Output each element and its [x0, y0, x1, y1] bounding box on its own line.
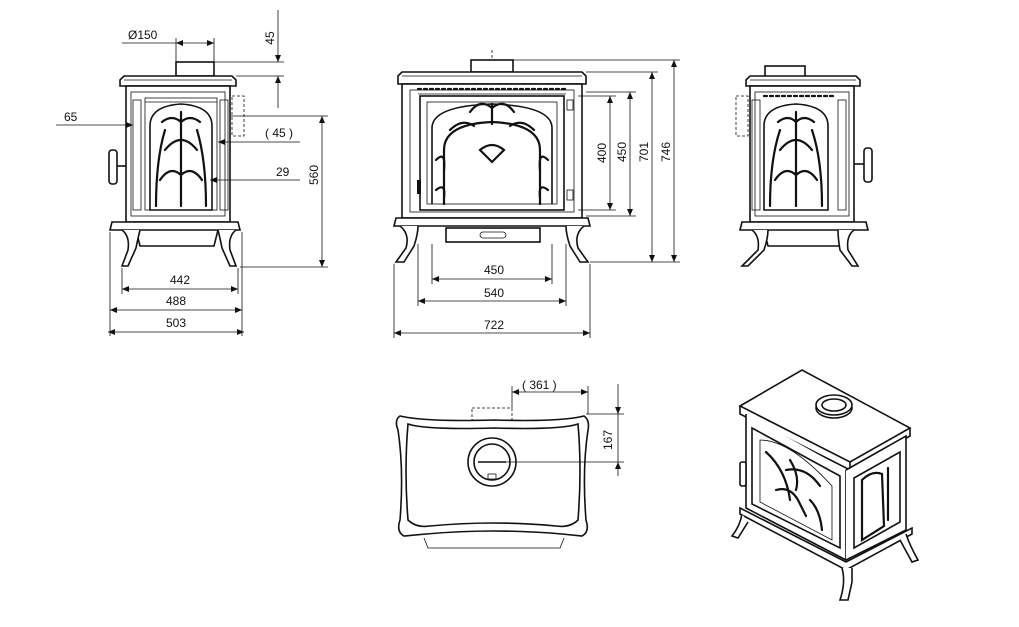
dim-left-offset: 65: [64, 110, 78, 124]
dim-door-height: 400: [595, 143, 609, 163]
isometric-view: [730, 369, 920, 601]
dim-side-height: 560: [307, 165, 321, 185]
dim-handle-offset: 29: [276, 165, 290, 179]
dim-front-width-450: 450: [484, 263, 504, 277]
dim-side-width-503: 503: [166, 316, 186, 330]
dim-front-width-722: 722: [484, 318, 504, 332]
dim-flue-offset: ( 361 ): [522, 378, 557, 392]
dim-flue-height: 45: [263, 31, 277, 45]
front-view: 400 450 701 746 450 540 722: [392, 50, 680, 338]
dim-glass-height: 450: [615, 142, 629, 162]
top-view: ( 361 ) 167: [395, 378, 624, 549]
front-band-dots: [416, 87, 568, 95]
dim-flue-depth: 167: [601, 430, 615, 450]
side-view-left: Ø150 45 ( 45 ) 65 29 560 442 488: [56, 10, 328, 336]
dim-side-width-442: 442: [170, 273, 190, 287]
dim-rear-offset: ( 45 ): [265, 126, 293, 140]
side-view-right: [735, 65, 873, 267]
dim-total-height: 746: [659, 142, 673, 162]
dim-flue-diameter: Ø150: [128, 28, 158, 42]
dim-front-width-540: 540: [484, 286, 504, 300]
dim-side-width-488: 488: [166, 294, 186, 308]
dim-body-height: 701: [637, 142, 651, 162]
